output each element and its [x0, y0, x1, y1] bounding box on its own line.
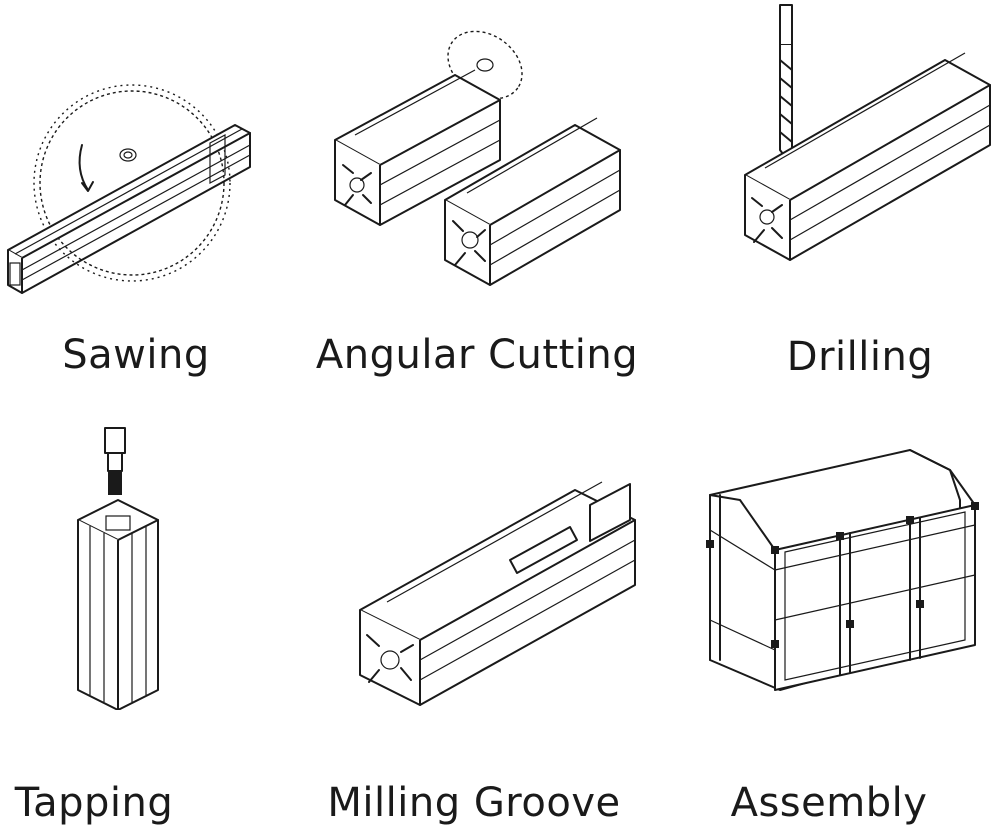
- milling-groove-illustration: [345, 480, 645, 720]
- saw-blade-profile-icon: [7, 84, 251, 294]
- angular-cutting-illustration: [325, 25, 645, 295]
- frame-assembly-icon: [706, 449, 979, 691]
- assembly-illustration: [700, 440, 995, 715]
- milled-groove-profile-icon: [359, 481, 636, 706]
- caption-sawing: Sawing: [62, 332, 210, 378]
- caption-tapping: Tapping: [14, 780, 174, 826]
- angular-cut-profile-icon: [334, 30, 621, 286]
- drill-bit-profile-icon: [744, 4, 991, 261]
- sawing-illustration: [0, 25, 290, 300]
- tap-tool-profile-icon: [77, 427, 159, 711]
- caption-angular-cutting: Angular Cutting: [315, 332, 639, 378]
- caption-milling-groove: Milling Groove: [327, 780, 621, 826]
- caption-assembly: Assembly: [730, 780, 928, 826]
- tapping-illustration: [60, 420, 180, 711]
- drilling-illustration: [720, 0, 1000, 280]
- caption-drilling: Drilling: [786, 334, 934, 380]
